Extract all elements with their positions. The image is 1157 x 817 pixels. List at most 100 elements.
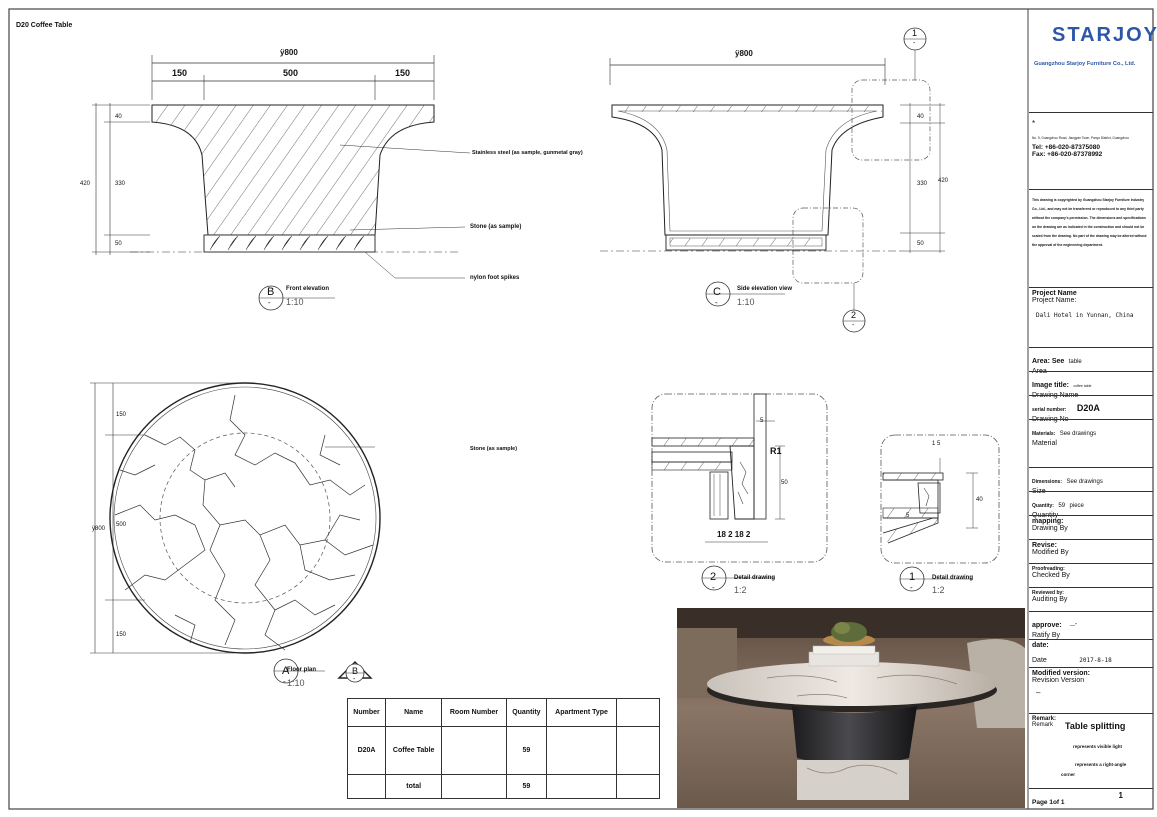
remark-label: Remark: [1032,716,1057,722]
plan-tag-sub: - [283,677,286,686]
project-name-label: Project Name [1032,290,1077,297]
table-cell [441,726,507,775]
page-label: Page 1of 1 [1032,799,1065,806]
approve-cell: approve: —" Ratify By [1029,611,1153,639]
date-label: date: [1032,642,1049,649]
reviewed-cell: Reviewed by: Auditing By [1029,587,1153,611]
front-seg-right-dim: 150 [395,68,411,78]
image-title-label: Image title: [1032,382,1069,389]
table-header-cell: Apartment Type [546,698,617,727]
area-cell: Area: See table Area [1029,347,1153,375]
table-header-cell: Name [385,698,443,727]
table-header-cell: Quantity [505,698,548,727]
approve-label: approve: [1032,622,1062,629]
serial-value: D20A [1076,403,1100,413]
ratify-by-sub: Ratify By [1032,632,1061,639]
d1-dim-40: 40 [976,497,983,503]
quantity-value: 59 [1058,503,1066,509]
image-title-cell: Image title: coffee table Drawing Name [1029,371,1153,399]
quantity-cell: Quantity: 59 piece Quantity [1029,491,1153,519]
mapping-label: mapping: [1032,518,1064,525]
product-photo [677,608,1025,808]
table-cell: total [385,774,443,799]
table-header-cell: Number [346,698,387,727]
coffee-table-photo-image [677,608,1025,808]
proofreading-label: Proofreading: [1032,566,1065,572]
date-cell: date: Date 2017-8-18 [1029,639,1153,667]
approve-value: —" [1070,623,1077,629]
materials-cell: Materials: See drawings Material [1029,419,1153,467]
area-label: Area: See [1032,358,1065,365]
legend-visible-light: represents visible light [1073,744,1123,749]
front-scale: 1:10 [286,297,304,307]
page-cell: Page 1of 1 1 [1029,788,1153,809]
d1-dim-5: 5 [906,513,910,519]
image-title-value: coffee table [1073,384,1092,388]
callout-1-label: 1 [912,28,918,38]
front-note-stone: Stone (as sample) [470,224,522,230]
front-overall-dim: ÿ800 [280,48,298,57]
sheet-title: D20 Coffee Table [16,22,73,29]
table-cell [616,726,660,775]
detail-1-drawing [880,434,1000,592]
d2-dim-50: 50 [781,480,788,486]
d2-title: Detail drawing [734,575,776,581]
proofreading-cell: Proofreading: Checked By [1029,563,1153,587]
table-header-cell [616,698,660,727]
plan-d-mid: 500 [116,522,127,528]
plan-note-stone: Stone (as sample) [470,446,518,452]
table-cell [546,726,617,775]
floor-plan-drawing [90,382,381,684]
d2-scale: 1:2 [734,585,747,595]
front-note-feet: nylon foot spikes [470,275,520,281]
plan-tag-b: B [352,666,359,676]
table-cell: Coffee Table [385,726,443,775]
table-splitting-note: Table splitting [1065,721,1126,731]
serial-label: serial number: [1032,407,1067,413]
front-elevation-drawing [92,55,471,311]
d2-tag-sub: - [712,583,715,592]
table-header-row: Number Name Room Number Quantity Apartme… [346,698,660,727]
copyright-block: This drawing is copyrighted by Guangzhou… [1029,189,1153,287]
copyright-text: This drawing is copyrighted by Guangzhou… [1032,198,1147,247]
plan-diameter-dim: ÿ800 [92,526,106,532]
company-address: No. 9, Guangzhou Road, Jiangyan Town, Pa… [1032,136,1129,140]
company-mark: * [1032,119,1036,128]
plan-tag-b-sub: - [353,676,356,683]
area-value: table [1068,359,1082,365]
quantity-unit: piece [1069,503,1084,509]
side-h-base: 50 [917,241,924,247]
front-seg-mid-dim: 500 [283,68,299,78]
revise-cell: Revise: Modified By [1029,539,1153,563]
front-h-mid: 330 [115,181,126,187]
front-note-steel: Stainless steel (as sample, gunmetal gra… [472,150,583,156]
revision-version-sub: Revision Version [1032,677,1085,684]
table-total-row: total 59 [346,774,660,799]
materials-value: See drawings [1059,431,1097,437]
modified-by-sub: Modified By [1032,549,1069,556]
callout-2-sub: - [852,322,855,329]
plan-d-bot: 150 [116,632,127,638]
side-h-total: 420 [938,178,949,184]
project-name-cell: Project Name Project Name: Dali Hotel in… [1029,287,1153,347]
modified-version-cell: Modified version: Revision Version – [1029,667,1153,713]
modified-version-label: Modified version: [1032,670,1090,677]
table-row: D20A Coffee Table 59 [346,726,660,775]
page-number: 1 [1118,791,1123,800]
materials-label: Materials: [1032,431,1056,437]
side-scale: 1:10 [737,297,755,307]
quantity-label: Quantity: [1032,503,1054,509]
drawing-by-sub: Drawing By [1032,525,1068,532]
front-tag: B [267,286,275,298]
checked-by-sub: Checked By [1032,572,1070,579]
legend-corner: corner [1061,772,1076,777]
table-cell [616,774,660,799]
side-h-top: 40 [917,114,924,120]
front-h-top: 40 [115,114,122,120]
d1-tag-sub: - [910,583,913,592]
d2-dim-5: 5 [760,418,764,424]
callout-1-sub: - [913,40,916,47]
d1-tag: 1 [909,571,916,583]
table-header-cell: Room Number [441,698,507,727]
